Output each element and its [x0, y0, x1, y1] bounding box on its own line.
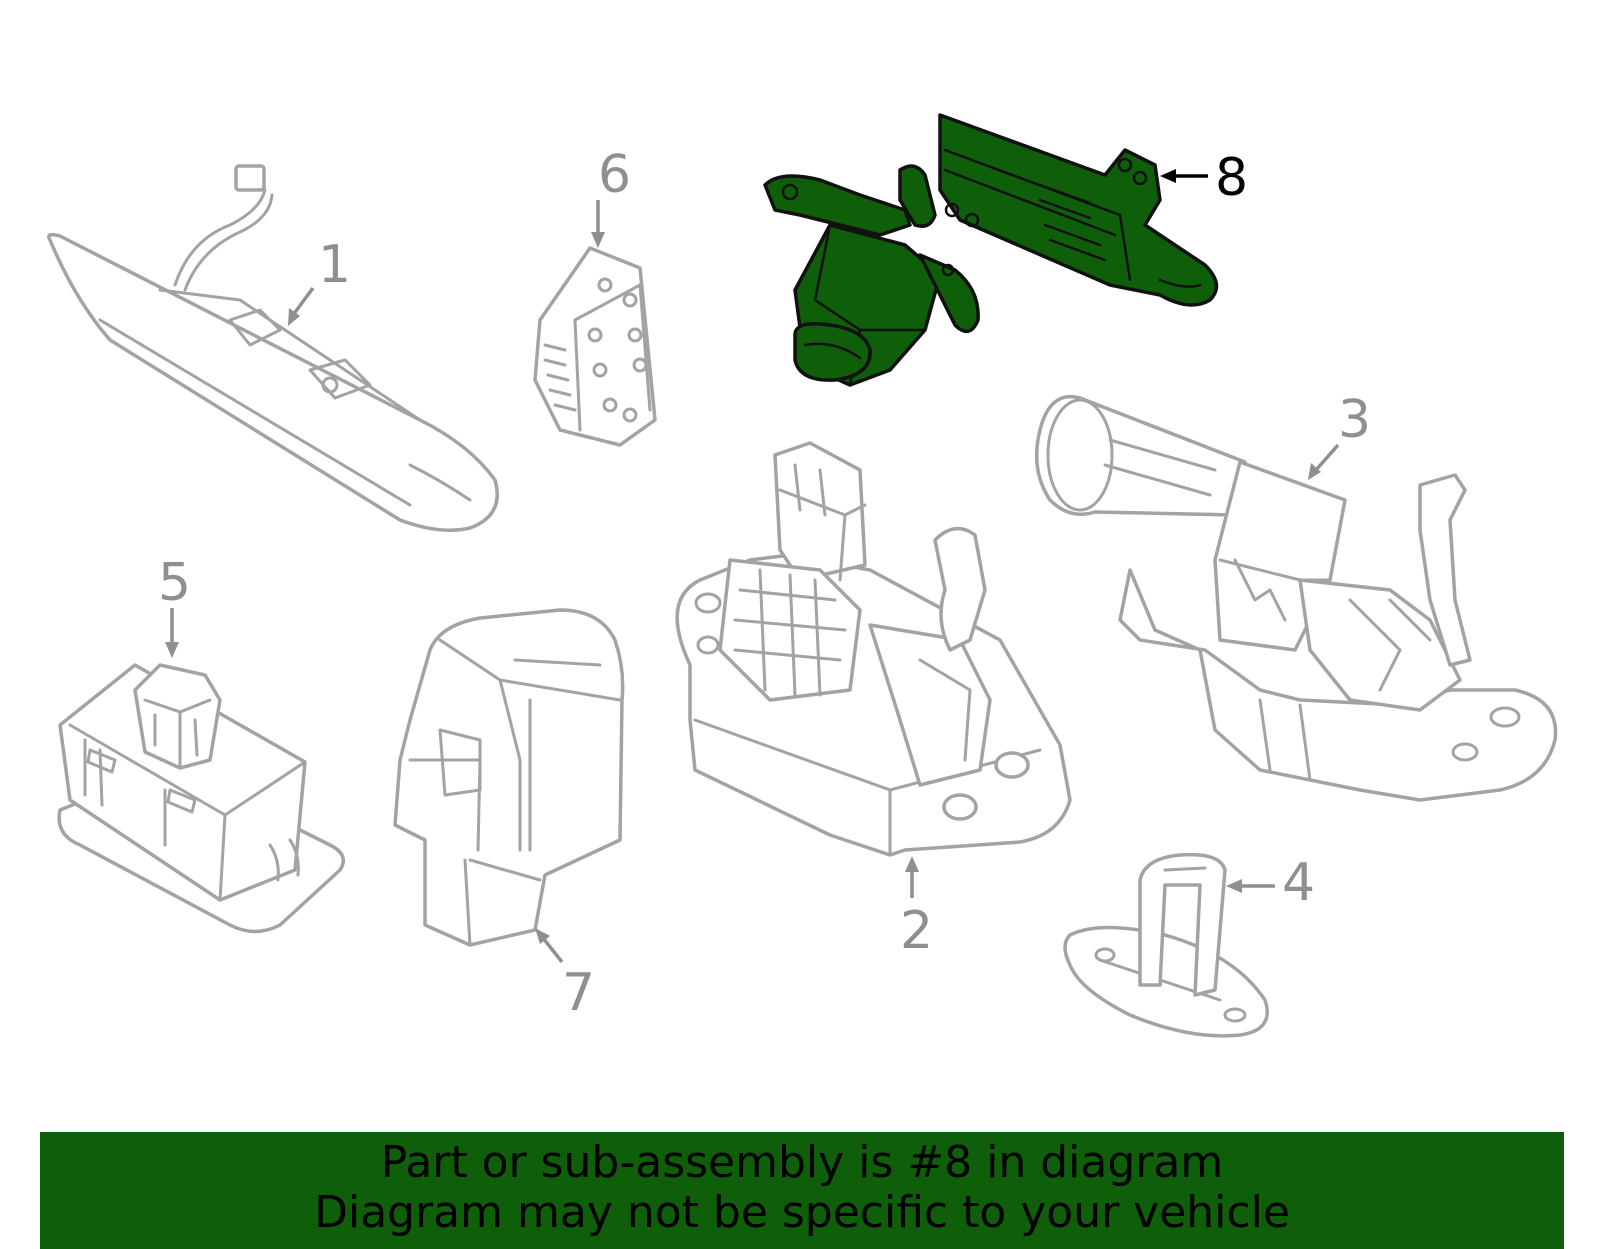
callout-5: 5 — [158, 553, 191, 613]
part-5-switch-housing[interactable] — [57, 663, 346, 934]
parts-diagram: 1 6 8 3 5 2 4 7 — [47, 113, 1558, 1038]
leader-1 — [288, 286, 315, 326]
part-8-highlighted-assembly[interactable] — [763, 113, 1219, 387]
callout-4: 4 — [1282, 853, 1315, 913]
part-7-actuator-cover[interactable] — [393, 608, 625, 947]
callout-8: 8 — [1215, 148, 1248, 208]
callout-3: 3 — [1338, 390, 1371, 450]
part-2-latch-assembly[interactable] — [675, 441, 1072, 857]
leader-6 — [591, 200, 605, 248]
banner-line-2: Diagram may not be specific to your vehi… — [314, 1187, 1290, 1238]
callout-2: 2 — [900, 901, 933, 961]
leader-3 — [1308, 443, 1340, 480]
callout-1: 1 — [318, 235, 351, 295]
part-6-module[interactable] — [533, 246, 657, 447]
callout-7: 7 — [562, 963, 595, 1023]
part-1-handle-switch[interactable] — [47, 164, 499, 532]
info-banner: Part or sub-assembly is #8 in diagram Di… — [40, 1132, 1564, 1249]
part-4-striker[interactable] — [1063, 852, 1269, 1038]
callout-6: 6 — [598, 145, 631, 205]
leader-2 — [905, 856, 919, 898]
leader-8 — [1160, 169, 1208, 183]
banner-line-1: Part or sub-assembly is #8 in diagram — [380, 1137, 1224, 1188]
leader-7 — [535, 928, 564, 964]
leader-5 — [165, 608, 179, 658]
part-3-actuator-assembly[interactable] — [1034, 395, 1558, 802]
leader-4 — [1226, 879, 1275, 893]
